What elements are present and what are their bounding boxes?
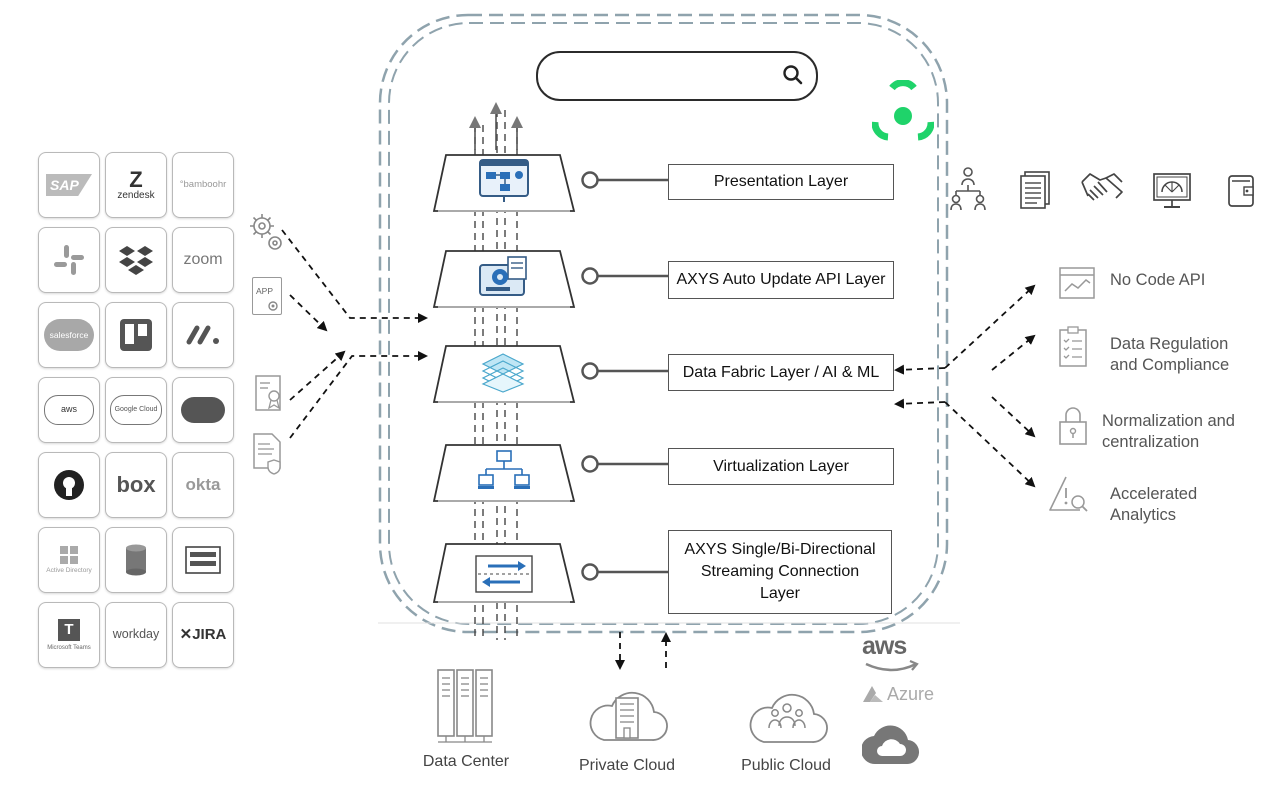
app-tile-zendesk: Z zendesk xyxy=(105,152,167,218)
layer-label-text: Virtualization Layer xyxy=(713,457,849,475)
app-tile-bamboohr: °bamboohr xyxy=(172,152,234,218)
workday-logo: workday xyxy=(112,627,160,642)
deployment-data-center: Data Center xyxy=(422,753,510,770)
bamboohr-logo: °bamboohr xyxy=(179,179,227,191)
bidirectional-arrows-icon xyxy=(475,555,533,593)
google-cloud-logo: Google Cloud xyxy=(110,395,162,425)
github-logo xyxy=(54,470,84,500)
zoom-logo: zoom xyxy=(183,250,223,268)
layer-label-presentation: Presentation Layer xyxy=(668,164,894,200)
azure-logo: Azure xyxy=(862,682,942,706)
org-chart-icon xyxy=(950,167,986,211)
search-bar[interactable] xyxy=(536,51,818,101)
azure-cloud-logo xyxy=(181,397,225,423)
search-input[interactable] xyxy=(554,61,778,89)
monitor-globe-icon xyxy=(1153,173,1191,208)
checklist-icon xyxy=(1059,326,1087,367)
gears-icon xyxy=(250,214,282,250)
platform-frame-inner xyxy=(388,22,939,625)
app-tile-jira: ✕JIRA xyxy=(172,602,234,668)
sap-logo: SAP xyxy=(46,174,92,196)
database-logo xyxy=(126,544,146,576)
aws-cloud-logo: aws xyxy=(44,395,94,425)
layer-plate-virtualization xyxy=(432,443,576,503)
cloud-building-icon xyxy=(589,691,668,741)
app-tile-aws: aws xyxy=(38,377,100,443)
app-tile-zoom: zoom xyxy=(172,227,234,293)
layer-label-text: AXYS Single/Bi-Directional Streaming Con… xyxy=(684,541,876,602)
dashboard-flow-icon xyxy=(479,159,529,202)
teams-logo: T xyxy=(58,618,80,641)
monday-logo xyxy=(186,325,219,345)
feature-label: Normalization and centralization xyxy=(1102,412,1235,451)
layer-label-api: AXYS Auto Update API Layer xyxy=(668,261,894,299)
axys-logo-icon xyxy=(872,80,934,141)
app-tile-sap: SAP xyxy=(38,152,100,218)
app-tile-slack xyxy=(38,227,100,293)
cloud-people-icon xyxy=(749,693,828,743)
app-tile-github xyxy=(38,452,100,518)
app-tile-monday xyxy=(172,302,234,368)
app-tile-server xyxy=(172,527,234,593)
deployment-private-cloud: Private Cloud xyxy=(578,757,676,774)
app-tile-azure xyxy=(172,377,234,443)
salesforce-logo: salesforce xyxy=(44,319,94,351)
app-document-icon: APP xyxy=(252,277,282,315)
layer-plate-presentation xyxy=(432,153,576,213)
layer-label-virtualization: Virtualization Layer xyxy=(668,448,894,485)
app-tile-active-directory: Active Directory xyxy=(38,527,100,593)
secure-document-icon xyxy=(253,433,281,475)
layer-label-text: Presentation Layer xyxy=(713,173,849,190)
layer-plate-streaming xyxy=(432,542,576,604)
app-tile-dropbox xyxy=(105,227,167,293)
certificate-document-icon xyxy=(255,375,281,411)
slack-logo xyxy=(54,245,84,275)
handshake-icon xyxy=(1081,173,1123,201)
app-tile-database xyxy=(105,527,167,593)
lock-icon xyxy=(1059,407,1087,445)
layer-label-streaming: AXYS Single/Bi-Directional Streaming Con… xyxy=(668,530,892,614)
network-computers-icon xyxy=(478,450,530,489)
layer-label-text: Data Fabric Layer / AI & ML xyxy=(682,363,880,381)
app-tile-box: box xyxy=(105,452,167,518)
feature-label: Data Regulation and Compliance xyxy=(1110,335,1230,374)
warning-search-icon xyxy=(1049,476,1088,512)
feature-data-regulation: Data Regulation and Compliance xyxy=(1110,334,1260,376)
app-tile-workday: workday xyxy=(105,602,167,668)
feature-accelerated-analytics: Accelerated Analytics xyxy=(1110,484,1264,526)
app-tile-teams: T Microsoft Teams xyxy=(38,602,100,668)
api-gear-icon xyxy=(479,256,527,296)
dropbox-logo xyxy=(119,246,153,275)
browser-chart-icon xyxy=(1059,267,1095,299)
deployment-public-cloud: Public Cloud xyxy=(741,757,831,774)
app-tile-trello xyxy=(105,302,167,368)
search-icon[interactable] xyxy=(782,64,804,86)
data-stack-icon xyxy=(481,353,525,393)
server-logo xyxy=(185,546,221,574)
wallet-icon xyxy=(1228,175,1254,207)
feature-normalization: Normalization and centralization xyxy=(1102,411,1252,453)
box-logo: box xyxy=(116,472,156,498)
feature-no-code-api: No Code API xyxy=(1110,270,1205,291)
layer-label-text: AXYS Auto Update API Layer xyxy=(676,271,886,288)
layer-plate-data-fabric xyxy=(432,344,576,404)
app-tile-google-cloud: Google Cloud xyxy=(105,377,167,443)
feature-label: Accelerated Analytics xyxy=(1110,485,1198,524)
google-cloud-icon xyxy=(862,725,919,765)
app-tile-okta: okta xyxy=(172,452,234,518)
okta-logo: okta xyxy=(185,475,221,495)
app-tile-salesforce: salesforce xyxy=(38,302,100,368)
layer-label-data-fabric: Data Fabric Layer / AI & ML xyxy=(668,354,894,391)
trello-logo xyxy=(120,319,152,351)
layer-plate-api xyxy=(432,249,576,309)
server-rack-icon xyxy=(437,669,493,743)
active-directory-logo xyxy=(60,546,78,565)
documents-icon xyxy=(1020,171,1050,209)
feature-label: No Code API xyxy=(1110,271,1206,289)
jira-logo: ✕JIRA xyxy=(179,626,227,644)
zendesk-logo: Z xyxy=(129,167,143,193)
aws-logo: aws xyxy=(862,632,922,674)
